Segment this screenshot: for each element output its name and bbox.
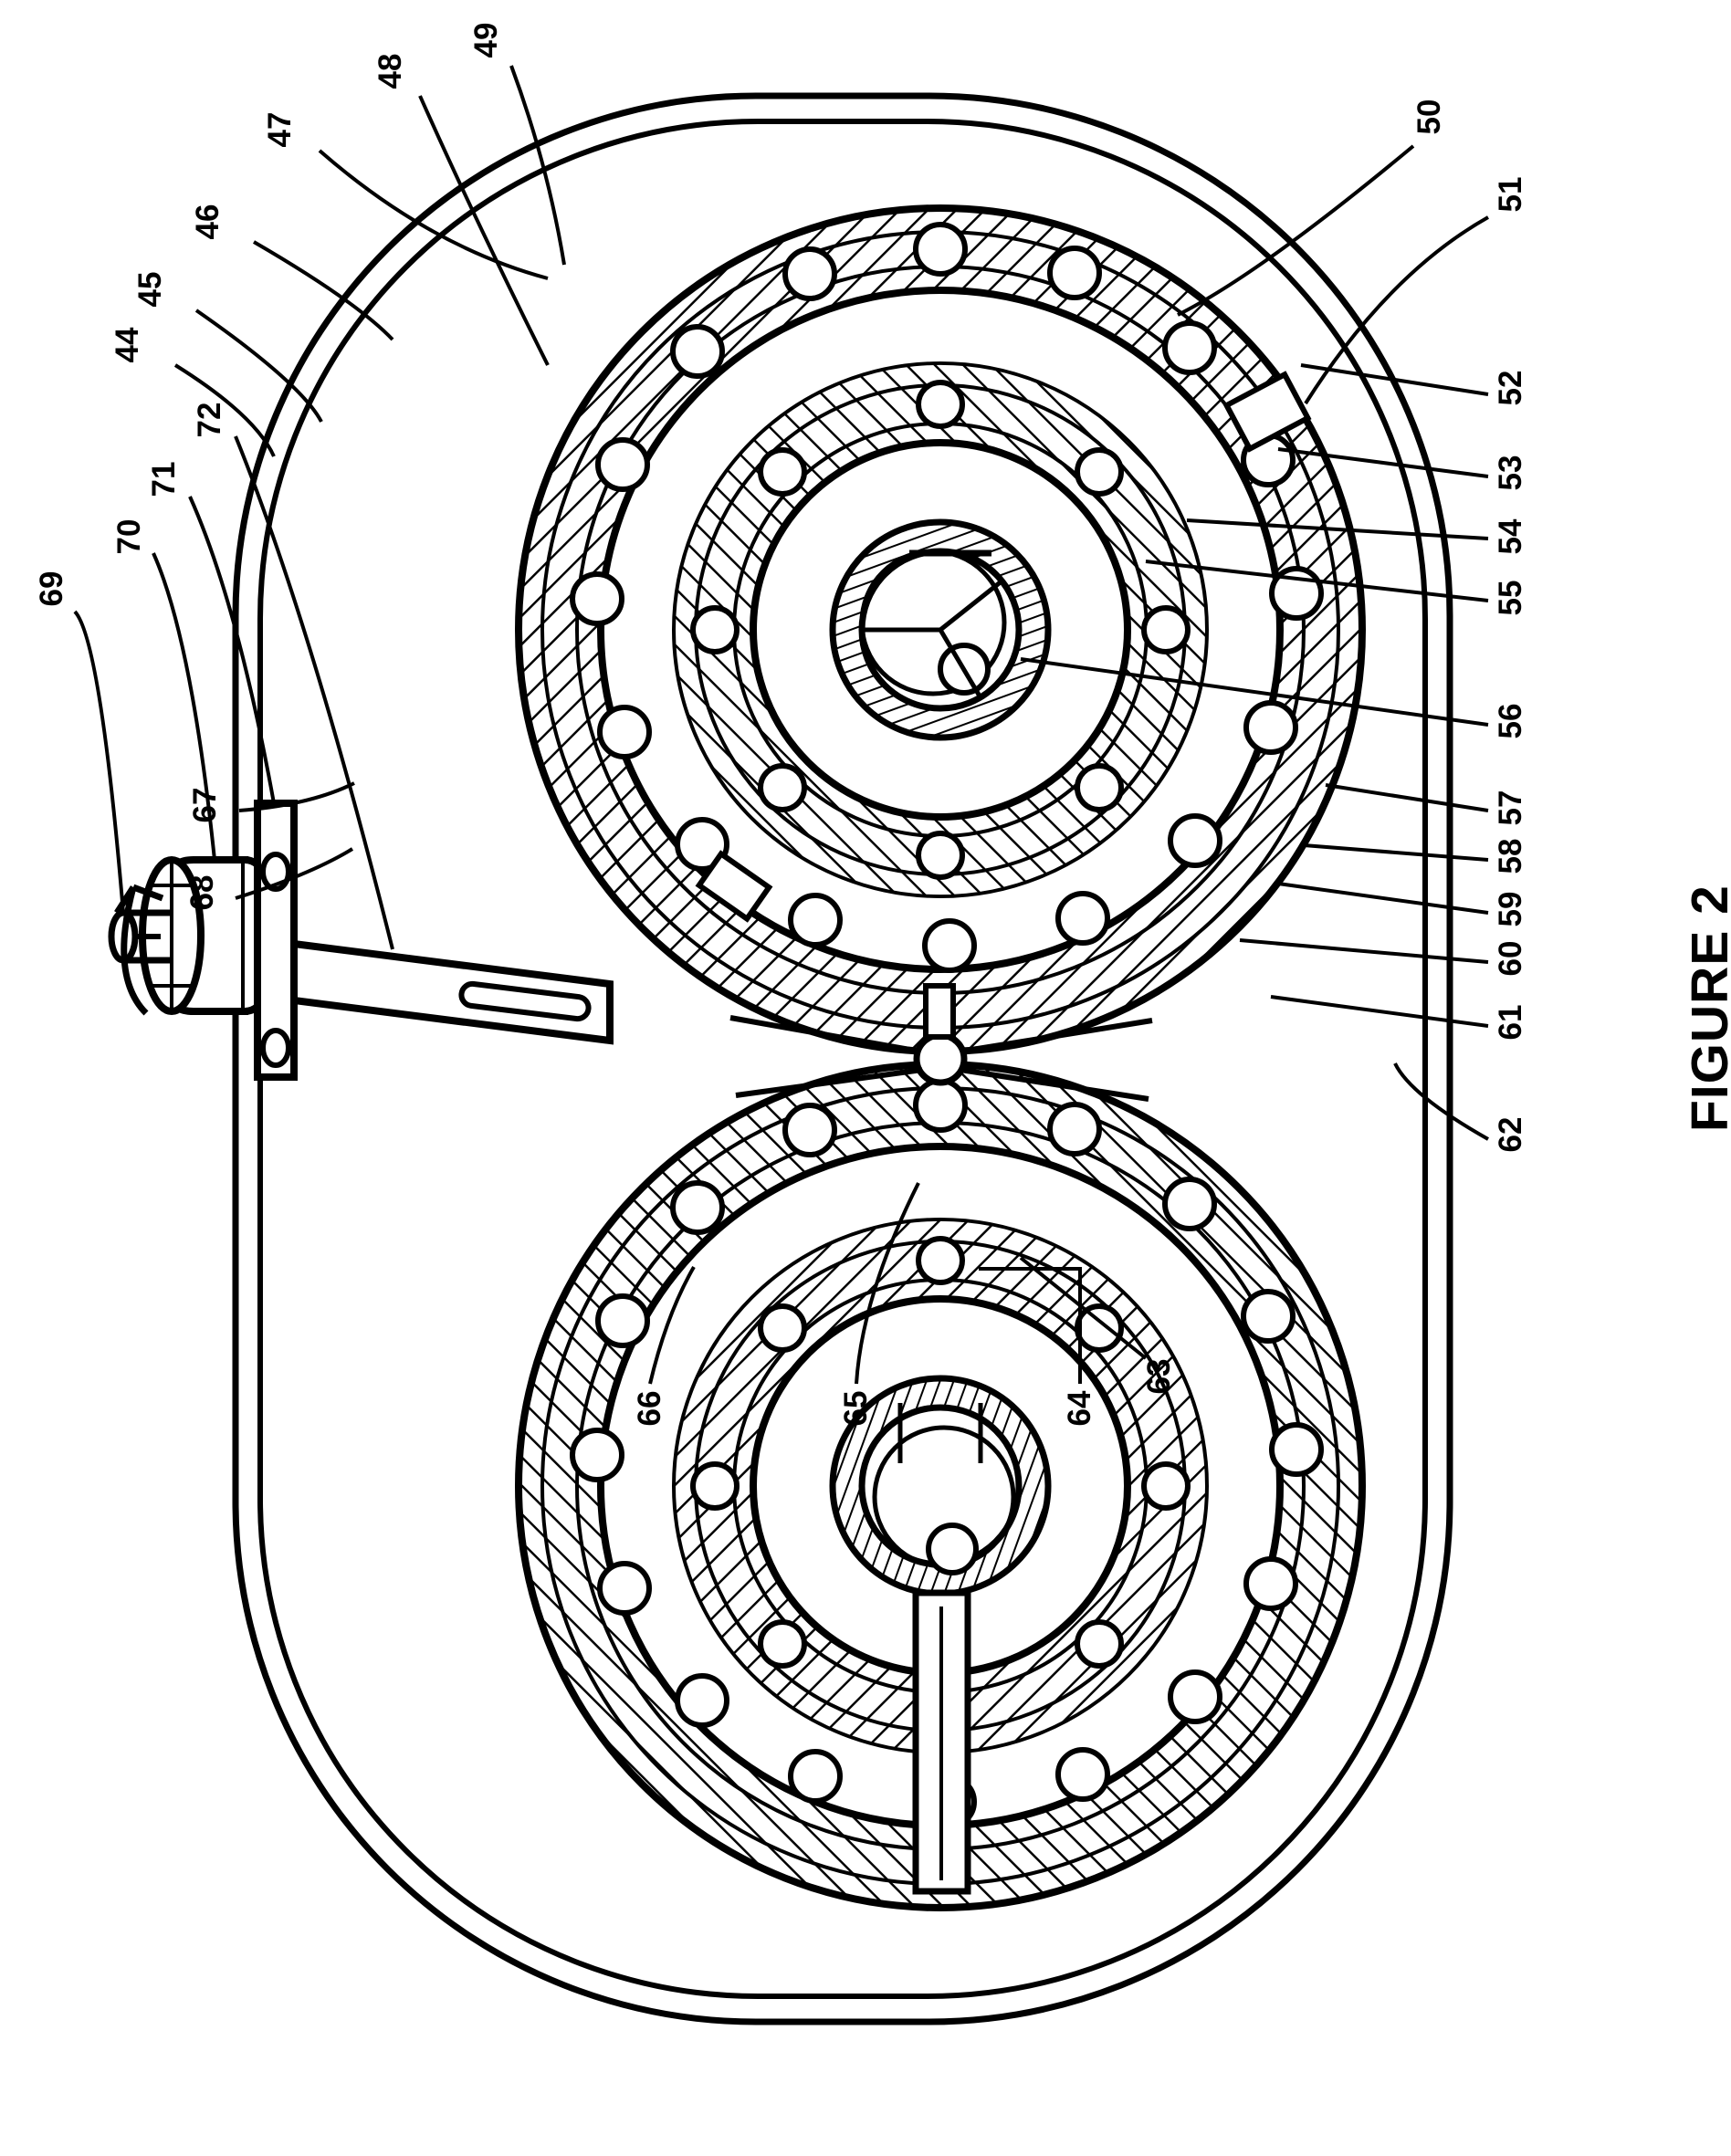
reference-numeral-47: 47 (262, 111, 298, 148)
leader-70 (152, 552, 216, 861)
reference-numeral-70: 70 (111, 518, 147, 555)
reference-numeral-49: 49 (468, 22, 504, 58)
reference-numeral-72: 72 (192, 402, 227, 438)
leader-56 (1020, 657, 1489, 727)
leader-69 (73, 610, 125, 914)
figure-caption: FIGURE 2 (1681, 884, 1731, 1132)
reference-numeral-66: 66 (632, 1390, 667, 1427)
upper-mid-ball-bearings (690, 380, 1191, 880)
leader-44 (173, 363, 276, 457)
upper-hub-outer (829, 518, 1052, 741)
central-tie-pivot (729, 983, 1153, 1102)
leader-lines (73, 65, 1489, 1385)
reference-numeral-65: 65 (838, 1390, 874, 1427)
reference-numeral-48: 48 (372, 53, 408, 89)
leader-67 (238, 781, 355, 812)
leader-49 (509, 65, 566, 266)
reference-numeral-53: 53 (1493, 455, 1528, 491)
reference-numeral-69: 69 (34, 570, 69, 607)
motor-shaft-lines (123, 909, 172, 964)
leader-55 (1145, 560, 1489, 602)
reference-numeral-46: 46 (190, 204, 226, 240)
reference-numeral-62: 62 (1493, 1116, 1528, 1153)
lower-hub-keyway (897, 1403, 983, 1463)
leader-63 (1019, 1256, 1148, 1360)
central-pivot-node (913, 1031, 968, 1086)
rotation-arrow-head (114, 884, 164, 915)
slotted-drive-arm (290, 939, 614, 1045)
leader-54 (1186, 518, 1489, 540)
reference-numeral-55: 55 (1493, 580, 1528, 616)
leader-47 (318, 149, 549, 280)
leader-53 (1277, 447, 1489, 478)
reference-numeral-61: 61 (1493, 1004, 1528, 1041)
leader-66 (648, 1266, 696, 1385)
leader-62 (1393, 1062, 1489, 1141)
tie-link-right-lower (960, 1067, 1149, 1102)
upper-outer-ball-bearings (570, 222, 1324, 973)
reference-numeral-68: 68 (184, 874, 220, 911)
reference-numeral-58: 58 (1493, 838, 1528, 874)
rotation-arrow-arc (121, 886, 149, 1016)
tie-link-left (729, 1015, 921, 1054)
reference-numeral-57: 57 (1493, 790, 1528, 826)
reference-numeral-56: 56 (1493, 703, 1528, 739)
leader-68 (235, 847, 354, 900)
upper-mid-ring-inner-edge (750, 439, 1131, 821)
reference-numeral-51: 51 (1493, 176, 1528, 213)
reference-numeral-54: 54 (1493, 518, 1528, 555)
leader-46 (252, 240, 394, 341)
drive-arm-slot (458, 980, 592, 1022)
leader-65 (855, 1182, 920, 1385)
upper-ring-secondary-lug (695, 850, 773, 923)
tie-link-left-lower (735, 1067, 923, 1098)
leader-51 (1304, 215, 1489, 405)
reference-numeral-44: 44 (110, 327, 145, 363)
leader-50 (1177, 144, 1415, 317)
leader-45 (194, 309, 323, 423)
leader-48 (418, 95, 550, 366)
reference-numeral-67: 67 (187, 787, 223, 823)
bracket-bolt-hole-bottom (260, 1028, 291, 1068)
reference-numeral-45: 45 (132, 271, 168, 308)
leader-71 (188, 496, 276, 804)
lower-hub-pin (926, 1523, 979, 1575)
lower-outer-ball-bearings (570, 1078, 1324, 1829)
tie-shaft-collar (923, 983, 956, 1040)
housing-outer-wall (232, 92, 1453, 2025)
reference-numeral-64: 64 (1062, 1390, 1097, 1427)
leader-59 (1277, 882, 1489, 915)
reference-numeral-59: 59 (1493, 891, 1528, 927)
reference-numeral-63: 63 (1141, 1358, 1177, 1395)
motor-face-detail (148, 860, 195, 1011)
upper-hub-spokes (862, 579, 1004, 701)
leader-64 (979, 1267, 1082, 1384)
leader-60 (1239, 938, 1489, 964)
leader-61 (1270, 995, 1489, 1028)
drive-motor-assembly (108, 800, 614, 1081)
upper-ring-radial-key (1222, 371, 1312, 453)
reference-numeral-52: 52 (1493, 370, 1528, 406)
leader-57 (1325, 783, 1489, 812)
reference-numeral-60: 60 (1493, 940, 1528, 977)
leader-58 (1303, 843, 1489, 862)
tie-link-right (960, 1018, 1153, 1054)
reference-numeral-71: 71 (146, 461, 182, 497)
leader-52 (1300, 363, 1489, 396)
leader-72 (234, 435, 394, 950)
reference-numeral-50: 50 (1411, 99, 1447, 135)
